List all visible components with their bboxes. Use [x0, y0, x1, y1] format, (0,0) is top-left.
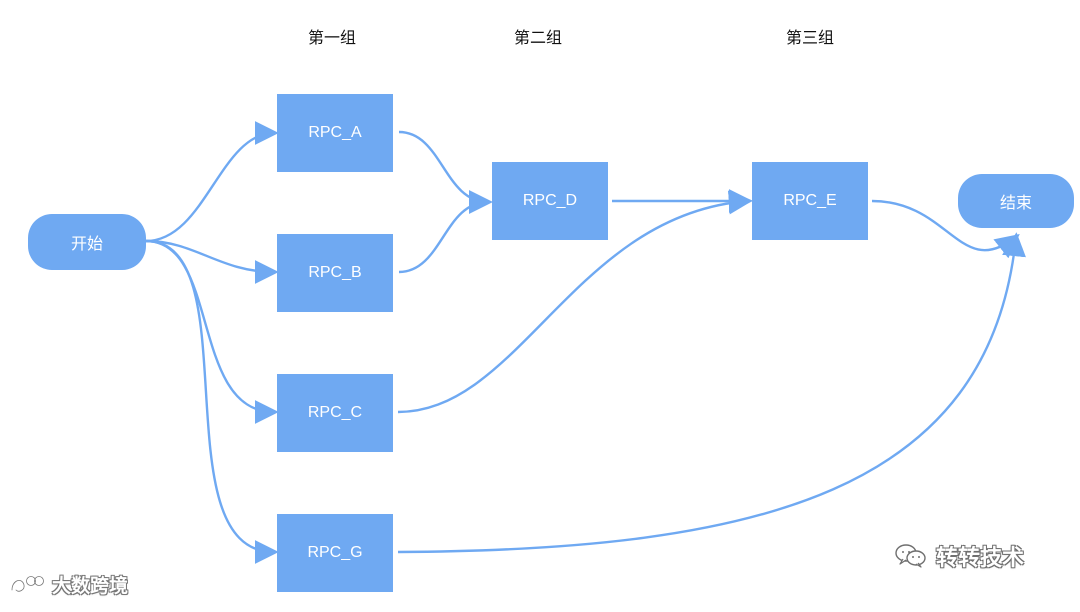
group-label-1: 第一组 [307, 28, 357, 47]
rpc-b-node: RPC_B [277, 234, 393, 312]
rpc-d-node: RPC_D [492, 162, 608, 240]
edge-rpc-b-to-rpc-d [398, 190, 493, 274]
right-watermark-text: 转转技术 [936, 546, 1025, 571]
rpc-e-node: RPC_E [752, 162, 868, 240]
edge-rpc-c-to-rpc-e [397, 190, 753, 414]
group-label-3: 第三组 [785, 28, 835, 47]
left-watermark: 大数跨境 [8, 571, 128, 598]
edge-start-to-rpc-c [145, 239, 279, 424]
left-watermark-text: 大数跨境 [52, 575, 129, 597]
edge-rpc-e-to-end [871, 199, 1020, 259]
rpc-d-label: RPC_D [522, 192, 578, 209]
rpc-a-label: RPC_A [308, 124, 362, 141]
rpc-c-node: RPC_C [277, 374, 393, 452]
edge-start-to-rpc-a [145, 121, 279, 243]
group-label-2: 第二组 [513, 28, 563, 47]
end-node: 结束 [958, 174, 1074, 228]
end-node-label: 结束 [999, 195, 1032, 212]
start-node: 开始 [28, 214, 146, 270]
edge-start-to-rpc-b [145, 239, 279, 284]
rpc-g-node: RPC_G [277, 514, 393, 592]
rpc-b-label: RPC_B [308, 264, 362, 281]
rpc-c-label: RPC_C [307, 404, 363, 421]
rpc-a-node: RPC_A [277, 94, 393, 172]
wechat-icon [894, 542, 928, 570]
brand-logo-icon [8, 574, 48, 596]
rpc-e-label: RPC_E [783, 192, 837, 209]
edge-rpc-a-to-rpc-d [398, 130, 493, 214]
edge-rpc-g-to-end [397, 232, 1026, 554]
rpc-g-label: RPC_G [307, 544, 363, 561]
right-watermark: 转转技术 [894, 540, 1024, 572]
edge-start-to-rpc-g [145, 239, 279, 564]
start-node-label: 开始 [70, 236, 103, 253]
